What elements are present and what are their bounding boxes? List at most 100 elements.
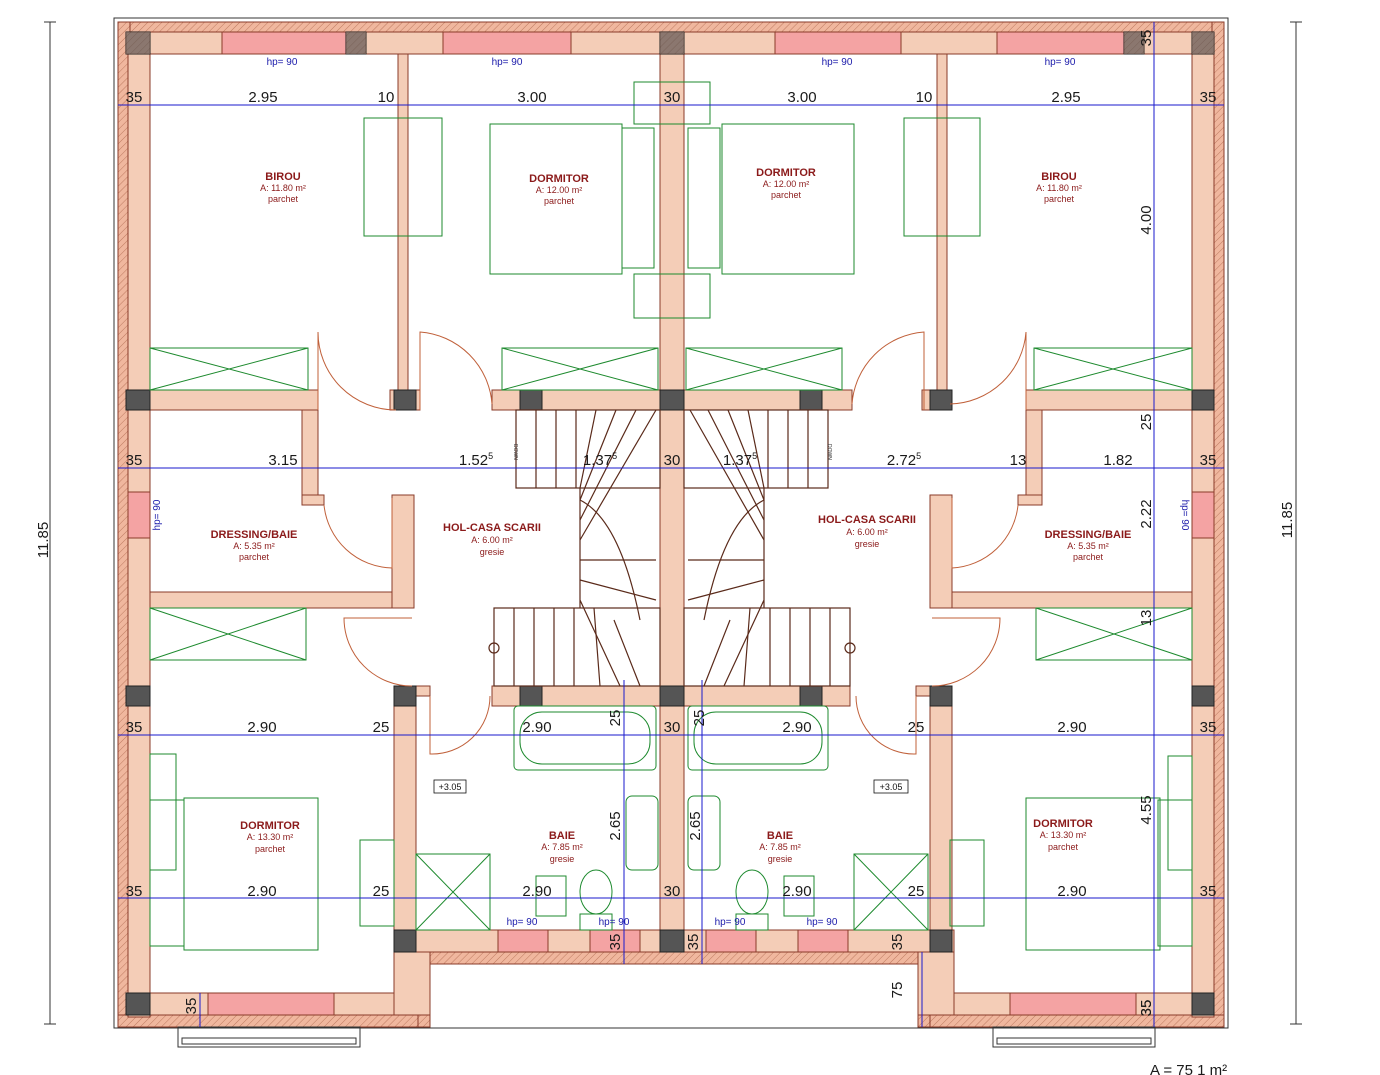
room-name: HOL-CASA SCARII: [818, 514, 916, 526]
balconies: [177, 1026, 1156, 1048]
dim-text: 35: [1200, 883, 1217, 900]
room-floor: gresie: [768, 854, 793, 864]
dim-value: 2.72: [887, 452, 916, 469]
room-name: HOL-CASA SCARII: [443, 522, 541, 534]
stair-down-label-left: DOWN: [512, 444, 518, 460]
dim-text: 2.90: [522, 719, 551, 736]
dim-vertical-right: 35 4.00 25 2.22 13 4.55 35 2.65 2.65: [607, 30, 1155, 1017]
room-dormitor-top-right: DORMITOR A: 12.00 m² parchet: [756, 167, 816, 200]
dim-text: 35: [126, 719, 143, 736]
room-floor: parchet: [239, 552, 270, 562]
room-floor: parchet: [771, 190, 802, 200]
overall-height-left: 11.85: [35, 522, 52, 558]
dim-text: 2.90: [247, 883, 276, 900]
stairs: [488, 409, 856, 687]
dim-text: 1.375: [723, 451, 757, 469]
dim-row-3: 35 2.90 25 2.90 25 30 25 2.90 25 2.90 35: [126, 710, 1217, 736]
room-name: DRESSING/BAIE: [211, 529, 298, 541]
dim-superscript: 5: [916, 451, 921, 461]
room-dressing-left: DRESSING/BAIE A: 5.35 m² parchet: [211, 529, 298, 562]
dim-text: 35: [183, 998, 200, 1015]
dim-text: 35: [685, 934, 702, 951]
level-markers: +3.05 +3.05: [433, 779, 909, 794]
dim-bottom: 35 35 35 35 75 35: [183, 934, 1155, 1017]
room-area: A: 5.35 m²: [233, 541, 275, 551]
room-area: A: 7.85 m²: [759, 842, 801, 852]
room-birou-left: BIROU A: 11.80 m² parchet: [260, 171, 306, 204]
sheet-frame: [113, 17, 1229, 1029]
room-area: A: 11.80 m²: [1036, 183, 1082, 193]
room-baie-left: BAIE A: 7.85 m² gresie: [541, 830, 583, 864]
hp-label: hp= 90: [715, 917, 746, 928]
room-floor: parchet: [268, 194, 299, 204]
room-area: A: 6.00 m²: [846, 527, 888, 537]
overall-area: A = 75 1 m²: [1150, 1062, 1227, 1075]
room-dressing-right: DRESSING/BAIE A: 5.35 m² parchet: [1045, 529, 1132, 562]
dim-text: 25: [607, 710, 624, 727]
dim-text: 2.90: [782, 719, 811, 736]
room-area: A: 13.30 m²: [247, 832, 294, 842]
interior-walls: [149, 31, 1193, 953]
dim-row-1: 35 2.95 10 3.00 30 3.00 10 2.95 35: [126, 89, 1217, 106]
dim-text: 25: [373, 719, 390, 736]
dim-text: 2.90: [782, 883, 811, 900]
dim-text: 2.22: [1138, 499, 1155, 528]
dim-text: 35: [126, 452, 143, 469]
dim-value: 1.52: [459, 452, 488, 469]
room-name: BIROU: [265, 171, 301, 183]
room-floor: parchet: [1073, 552, 1104, 562]
dim-text: 3.15: [268, 452, 297, 469]
dim-superscript: 5: [612, 451, 617, 461]
room-area: A: 6.00 m²: [471, 535, 513, 545]
dim-text: 13: [1138, 610, 1155, 627]
dim-text: 35: [1200, 452, 1217, 469]
room-area: A: 13.30 m²: [1040, 830, 1087, 840]
room-floor: parchet: [255, 844, 286, 854]
hp-label: hp= 90: [1045, 57, 1076, 68]
dim-row-4: 35 2.90 25 2.90 30 2.90 25 2.90 35: [126, 883, 1217, 900]
dim-text: 2.90: [247, 719, 276, 736]
dim-superscript: 5: [752, 451, 757, 461]
dim-text: 35: [607, 934, 624, 951]
overall-dimension-lines: [44, 21, 1302, 1025]
room-dormitor-bottom-left: DORMITOR A: 13.30 m² parchet: [240, 820, 300, 854]
dim-text: 35: [889, 934, 906, 951]
dim-row-2: 35 3.15 1.525 1.375 30 1.375 2.725 13 1.…: [126, 451, 1217, 469]
dim-text: 2.65: [687, 811, 704, 840]
stair-down-label-right: DOWN: [826, 444, 832, 460]
room-floor: parchet: [1044, 194, 1075, 204]
dim-text: 25: [1138, 414, 1155, 431]
window-height-labels: hp= 90 hp= 90 hp= 90 hp= 90 hp= 90 hp= 9…: [152, 57, 1190, 928]
dim-text: 25: [908, 883, 925, 900]
dim-text: 2.90: [1057, 883, 1086, 900]
room-name: DORMITOR: [529, 173, 589, 185]
hp-label: hp= 90: [822, 57, 853, 68]
dim-text: 2.95: [1051, 89, 1080, 106]
dim-text: 13: [1010, 452, 1027, 469]
hp-label: hp= 90: [492, 57, 523, 68]
dim-text: 35: [126, 89, 143, 106]
room-dormitor-top-left: DORMITOR A: 12.00 m² parchet: [529, 173, 589, 206]
dim-text: 2.725: [887, 451, 921, 469]
dim-text: 10: [378, 89, 395, 106]
room-area: A: 11.80 m²: [260, 183, 306, 193]
hp-label: hp= 90: [152, 499, 163, 530]
dim-text: 1.375: [583, 451, 617, 469]
room-floor: gresie: [550, 854, 575, 864]
room-floor: gresie: [855, 539, 880, 549]
room-area: A: 7.85 m²: [541, 842, 583, 852]
hp-label: hp= 90: [807, 917, 838, 928]
dim-text: 1.525: [459, 451, 493, 469]
dim-text: 25: [691, 710, 708, 727]
room-name: DORMITOR: [756, 167, 816, 179]
dim-value: 1.37: [723, 452, 752, 469]
dim-text: 2.65: [607, 811, 624, 840]
dim-text: 35: [1200, 719, 1217, 736]
dim-value: 1.37: [583, 452, 612, 469]
dim-text: 35: [1138, 1000, 1155, 1017]
dim-text: 1.82: [1103, 452, 1132, 469]
room-name: BIROU: [1041, 171, 1077, 183]
room-name: BAIE: [549, 830, 575, 842]
room-baie-right: BAIE A: 7.85 m² gresie: [759, 830, 801, 864]
